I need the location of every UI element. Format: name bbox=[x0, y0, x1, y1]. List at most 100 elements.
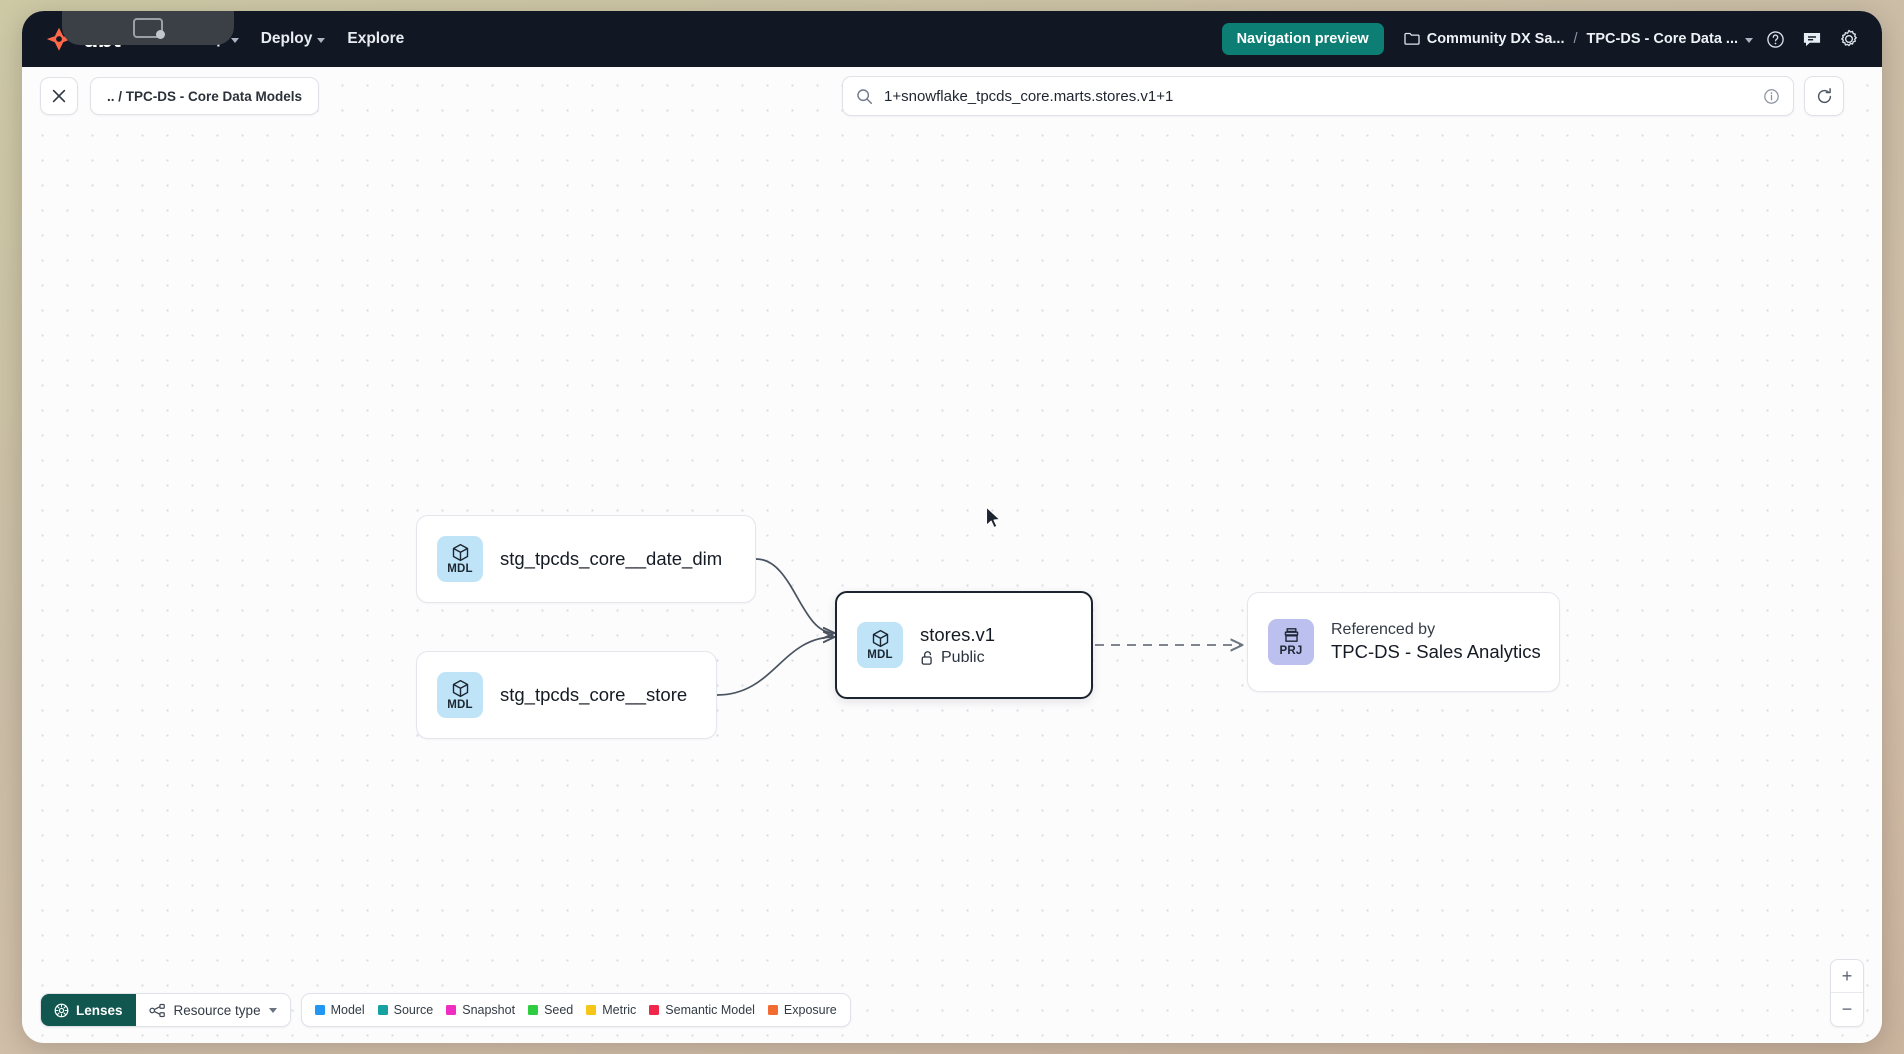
lineage-canvas[interactable]: MDL stg_tpcds_core__date_dim MDL stg_tpc… bbox=[22, 67, 1882, 1043]
close-icon bbox=[52, 89, 66, 103]
camera-notch bbox=[62, 11, 234, 45]
feedback-icon[interactable] bbox=[1797, 24, 1827, 54]
project-badge-label: PRJ bbox=[1279, 645, 1303, 658]
legend-label: Exposure bbox=[783, 1003, 837, 1017]
cube-icon bbox=[452, 544, 468, 562]
gear-icon bbox=[1841, 29, 1857, 47]
lineage-node-access-label: Public bbox=[941, 648, 985, 666]
settings-icon[interactable] bbox=[1834, 24, 1864, 54]
lineage-node-access: Public bbox=[920, 649, 995, 667]
chevron-down-icon bbox=[268, 1007, 277, 1013]
info-icon[interactable] bbox=[1763, 88, 1780, 105]
breadcrumb-project-label: TPC-DS - Core Data ... bbox=[1586, 31, 1738, 47]
search-input[interactable] bbox=[884, 87, 1752, 105]
close-button[interactable] bbox=[40, 77, 78, 115]
breadcrumb-account[interactable]: Community DX Sa... bbox=[1404, 31, 1565, 47]
lineage-node-title: stg_tpcds_core__store bbox=[500, 684, 688, 706]
camera-icon bbox=[133, 18, 165, 39]
breadcrumb-project[interactable]: TPC-DS - Core Data ... bbox=[1587, 31, 1753, 47]
dbt-x-icon bbox=[46, 27, 72, 51]
legend-label: Seed bbox=[544, 1003, 574, 1017]
refresh-icon bbox=[1817, 87, 1831, 103]
lineage-node-text: Referenced by TPC-DS - Sales Analytics bbox=[1331, 620, 1541, 665]
zoom-controls: + − bbox=[1830, 959, 1864, 1027]
zoom-out-button[interactable]: − bbox=[1841, 999, 1853, 1019]
lineage-node-referenced-by-project[interactable]: PRJ Referenced by TPC-DS - Sales Analyti… bbox=[1247, 592, 1560, 692]
legend-swatch bbox=[528, 1005, 539, 1015]
lineage-node-text: stores.v1 Public bbox=[920, 623, 995, 666]
model-badge: MDL bbox=[437, 672, 483, 718]
nav-item-explore-label: Explore bbox=[347, 30, 405, 47]
top-navigation-bar: dbt Develop Deploy Explore Navigation pr… bbox=[22, 11, 1882, 67]
legend-item-metric: Metric bbox=[586, 1003, 636, 1017]
resource-type-dropdown[interactable]: Resource type bbox=[135, 994, 290, 1026]
nav-item-deploy-label: Deploy bbox=[260, 30, 313, 47]
browser-window: dbt Develop Deploy Explore Navigation pr… bbox=[22, 11, 1882, 1043]
unlock-icon bbox=[921, 650, 932, 665]
edge-store-to-stores bbox=[716, 637, 834, 696]
breadcrumb-account-label: Community DX Sa... bbox=[1426, 31, 1565, 47]
lenses-control-group: Lenses Resource type bbox=[40, 993, 291, 1027]
folder-icon bbox=[1404, 32, 1420, 45]
lineage-toolbar: .. / TPC-DS - Core Data Models bbox=[22, 67, 1882, 125]
nav-item-explore[interactable]: Explore bbox=[336, 23, 415, 55]
stack-icon bbox=[1284, 628, 1298, 643]
refresh-button[interactable] bbox=[1804, 76, 1844, 116]
lineage-search-box[interactable] bbox=[842, 76, 1794, 116]
lineage-node-title: TPC-DS - Sales Analytics bbox=[1331, 641, 1541, 663]
model-badge: MDL bbox=[437, 536, 483, 582]
legend-item-seed: Seed bbox=[528, 1003, 573, 1017]
legend-label: Snapshot bbox=[462, 1003, 516, 1017]
resource-type-label: Resource type bbox=[173, 1002, 261, 1018]
breadcrumb-separator: / bbox=[1573, 31, 1578, 47]
chevron-down-icon bbox=[317, 37, 326, 43]
legend-item-exposure: Exposure bbox=[767, 1003, 837, 1017]
lenses-button[interactable]: Lenses bbox=[41, 994, 136, 1026]
legend-swatch bbox=[649, 1005, 660, 1015]
help-icon-glyph bbox=[1766, 30, 1784, 48]
lineage-breadcrumb[interactable]: .. / TPC-DS - Core Data Models bbox=[90, 77, 320, 115]
legend-label: Model bbox=[330, 1003, 365, 1017]
legend-item-model: Model bbox=[314, 1003, 365, 1017]
legend-swatch bbox=[314, 1005, 325, 1015]
legend-swatch bbox=[767, 1005, 778, 1015]
model-badge-label: MDL bbox=[867, 649, 893, 662]
lineage-node-title: stores.v1 bbox=[920, 624, 996, 646]
lineage-node-pretitle: Referenced by bbox=[1331, 620, 1436, 638]
legend-item-snapshot: Snapshot bbox=[446, 1003, 515, 1017]
legend-item-semantic-model: Semantic Model bbox=[649, 1003, 755, 1017]
account-breadcrumb: Community DX Sa... / TPC-DS - Core Data … bbox=[1404, 31, 1753, 47]
lineage-node-title: stg_tpcds_core__date_dim bbox=[500, 548, 723, 570]
lineage-edges bbox=[716, 558, 1882, 696]
legend-label: Metric bbox=[602, 1003, 637, 1017]
navigation-preview-button[interactable]: Navigation preview bbox=[1221, 23, 1384, 55]
lenses-button-label: Lenses bbox=[76, 1002, 123, 1018]
lens-icon bbox=[54, 1003, 69, 1017]
chevron-down-icon bbox=[1745, 37, 1753, 43]
search-icon bbox=[857, 88, 873, 104]
lineage-node-stores-v1[interactable]: MDL stores.v1 Public bbox=[835, 591, 1093, 699]
cube-icon bbox=[872, 630, 888, 648]
lineage-search-area bbox=[842, 76, 1844, 116]
resource-type-legend: Model Source Snapshot Seed bbox=[300, 993, 851, 1027]
feedback-icon-glyph bbox=[1803, 32, 1821, 46]
nodes-icon bbox=[148, 1003, 165, 1017]
legend-label: Source bbox=[393, 1003, 434, 1017]
model-badge: MDL bbox=[857, 622, 903, 668]
lineage-bottom-bar: Lenses Resource type bbox=[40, 993, 851, 1027]
legend-swatch bbox=[377, 1005, 388, 1015]
model-badge-label: MDL bbox=[447, 699, 473, 712]
edge-date-dim-to-stores bbox=[755, 558, 834, 633]
cube-icon bbox=[452, 680, 468, 698]
nav-item-deploy[interactable]: Deploy bbox=[250, 23, 337, 55]
lineage-node-stg-date-dim[interactable]: MDL stg_tpcds_core__date_dim bbox=[416, 515, 756, 603]
project-badge: PRJ bbox=[1268, 619, 1314, 665]
legend-label: Semantic Model bbox=[665, 1003, 755, 1017]
help-icon[interactable] bbox=[1760, 24, 1790, 54]
lineage-node-stg-store[interactable]: MDL stg_tpcds_core__store bbox=[416, 651, 717, 739]
zoom-in-button[interactable]: + bbox=[1831, 960, 1863, 993]
chevron-down-icon bbox=[230, 37, 239, 43]
legend-swatch bbox=[446, 1005, 457, 1015]
legend-swatch bbox=[586, 1005, 597, 1015]
